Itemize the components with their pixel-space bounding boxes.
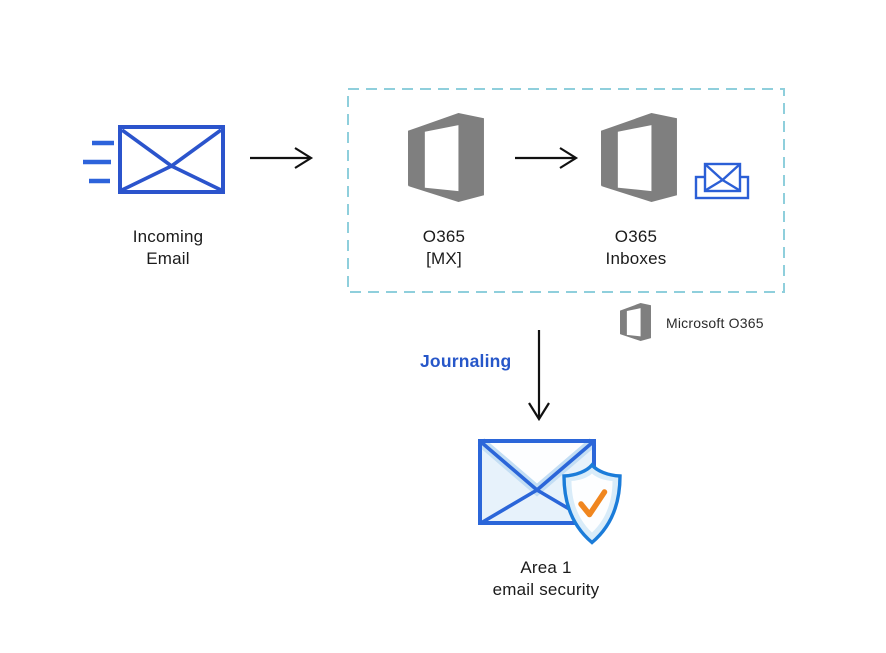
o365-inboxes-label: O365 Inboxes (605, 227, 667, 268)
envelope-icon (118, 125, 225, 194)
arrow-right-icon (250, 147, 314, 169)
checkmark (578, 489, 608, 518)
incoming-email-icon (83, 125, 225, 194)
o365-inboxes-logo (601, 113, 677, 202)
incoming-email-label: Incoming Email (132, 227, 204, 268)
arrow-down-icon (528, 330, 550, 422)
office-cube-shape (601, 113, 677, 202)
o365-mx-label: O365 [MX] (422, 227, 466, 268)
o365-mx-logo (408, 113, 484, 202)
legend-label: Microsoft O365 (666, 315, 764, 331)
envelope-in-tray-icon (694, 162, 750, 200)
o365-dashed-boundary (347, 88, 785, 293)
journaling-label: Journaling (420, 351, 512, 371)
shield-inner (571, 473, 613, 533)
office-cube-shape (620, 303, 651, 341)
area1-label: Area 1 email security (492, 558, 600, 599)
envelope-flap (481, 442, 593, 490)
office-cube-shape (408, 113, 484, 202)
shield-check-icon (562, 462, 622, 545)
legend-o365-logo (620, 303, 651, 341)
dashed-border-rect (347, 88, 785, 293)
arrow-right-icon (515, 147, 579, 169)
speed-lines-icon (83, 140, 114, 184)
